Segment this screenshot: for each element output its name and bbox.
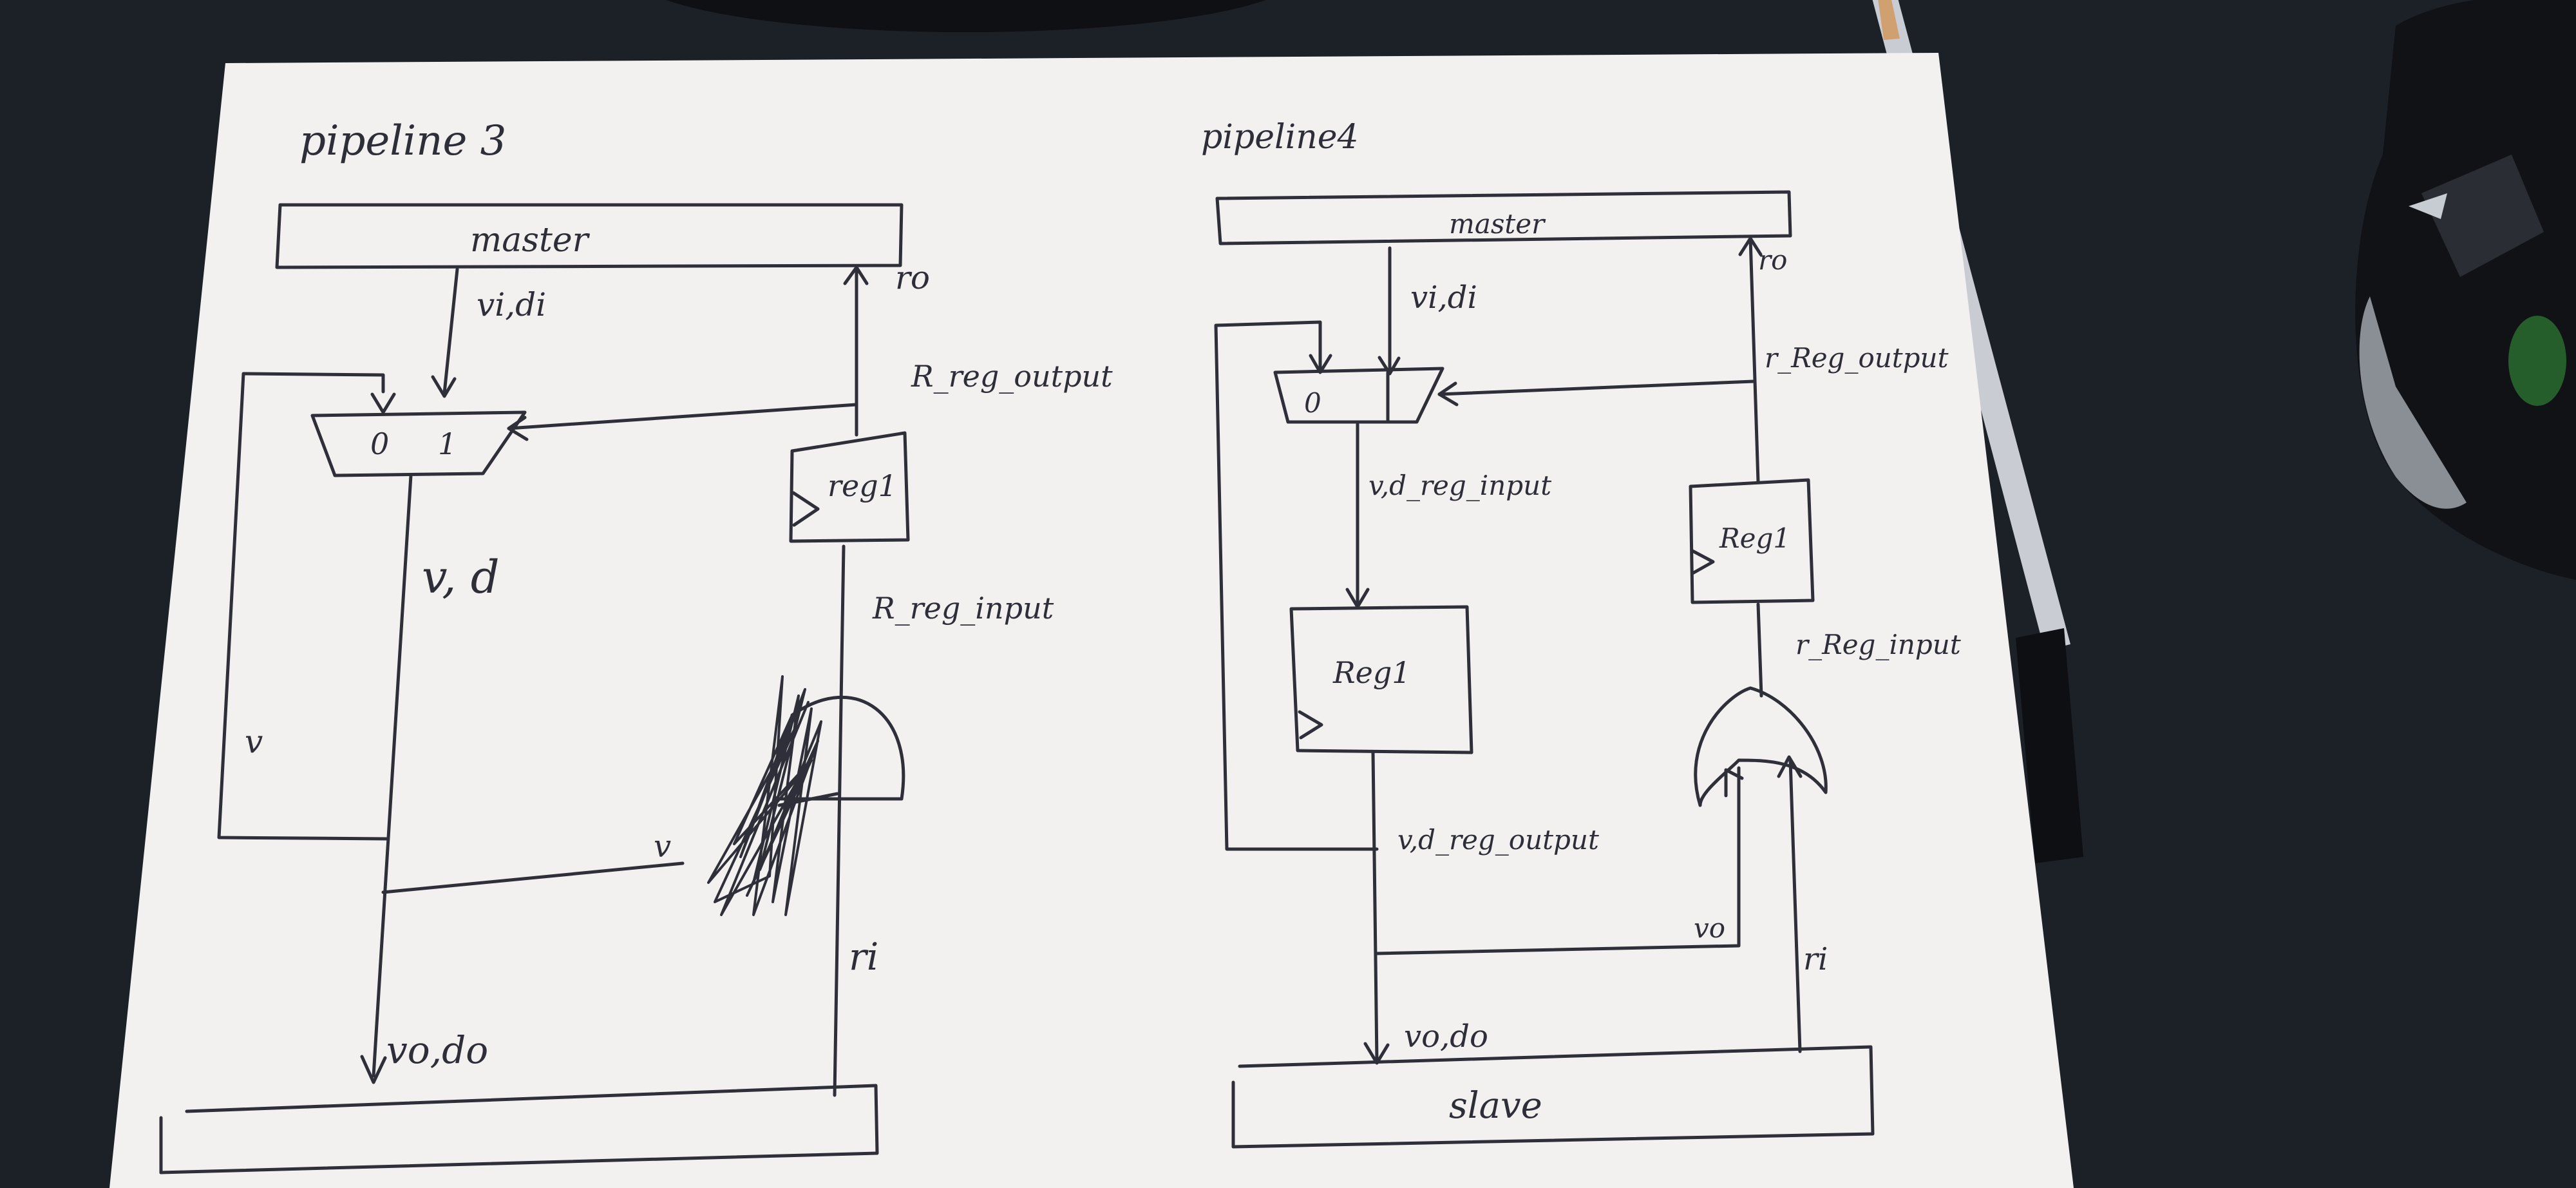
- pipeline3-ro-label: ro: [895, 259, 930, 296]
- pipeline4-vo-wire: [1375, 766, 1741, 955]
- pipeline4-title: pipeline4: [1201, 118, 1359, 157]
- pipeline4-ro-wire: [1748, 236, 1760, 484]
- pipeline3-r-reg-input-wire: [833, 544, 846, 1097]
- pipeline3-r-reg-output-wire: [507, 403, 858, 430]
- pipeline4-master-label: master: [1449, 208, 1546, 240]
- pipeline3-v-d-label: v, d: [422, 551, 500, 604]
- pipeline4-slave-label: slave: [1449, 1085, 1542, 1127]
- pipeline3-vo-do-label: vo,do: [386, 1028, 488, 1072]
- pipeline4-ri-label: ri: [1803, 941, 1828, 977]
- pipeline3-r-reg-input-label: R_reg_input: [872, 591, 1054, 626]
- pipeline3-slave-block: [159, 1084, 879, 1174]
- pipeline4-r-reg-input-label: r_Reg_input: [1795, 629, 1961, 660]
- pipeline4-reg1-right-label: Reg1: [1719, 522, 1790, 554]
- pipeline3-mux-input-0: 0: [370, 426, 389, 461]
- pipeline4-diagram: pipeline4 master vi,di ro r_Reg_output 0: [1201, 118, 1961, 1149]
- pipeline3-r-reg-output-label: R_reg_output: [911, 359, 1113, 394]
- pipeline3-reg1-label: reg1: [828, 468, 897, 503]
- pipeline3-mux: 0 1: [310, 410, 527, 477]
- pipeline3-reg1-block: reg1: [789, 431, 910, 543]
- pipeline4-feedback-loop: [1214, 320, 1379, 851]
- pipeline3-diagram: pipeline 3 master vi,di ro R_reg_output …: [159, 117, 1113, 1174]
- pipeline4-vi-di-label: vi,di: [1410, 280, 1477, 316]
- pipeline4-reg1-right-block: Reg1: [1689, 478, 1815, 604]
- pipeline4-mux-input-0: 0: [1304, 387, 1321, 419]
- pipeline3-master-label: master: [470, 221, 591, 260]
- pipeline3-title: pipeline 3: [299, 117, 506, 165]
- pipeline3-gate-output-wire: [381, 861, 685, 894]
- pipeline4-or-gate: [1694, 686, 1828, 807]
- pipeline3-feedback-v-label: v: [245, 723, 263, 760]
- dark-object: [666, 0, 1266, 32]
- pipeline3-master-block: master: [275, 203, 904, 269]
- pipeline3-vi-di-label: vi,di: [477, 286, 546, 323]
- pipeline4-mux: 0: [1273, 367, 1444, 424]
- pipeline4-vd-reg-input-label: v,d_reg_input: [1368, 470, 1551, 501]
- pipeline4-vd-reg-output-label: v,d_reg_output: [1397, 824, 1599, 856]
- pipeline4-ri-wire: [1788, 758, 1802, 1053]
- pipeline3-and-gate-scribble: v: [654, 675, 905, 916]
- pipeline3-gate-v-label: v: [654, 829, 671, 865]
- pipeline4-slave-block: slave: [1231, 1045, 1875, 1149]
- paper-sheet: [109, 53, 2074, 1188]
- pipeline4-master-block: master: [1215, 190, 1792, 245]
- pipeline3-mux-input-1: 1: [438, 426, 457, 461]
- pipeline4-vo-label: vo: [1694, 912, 1725, 944]
- pipeline4-r-reg-output-label: r_Reg_output: [1765, 342, 1949, 374]
- pipeline4-r-reg-input-wire: [1756, 602, 1763, 698]
- pipeline4-reg1-center-block: Reg1: [1289, 605, 1473, 754]
- pipeline4-r-reg-output-wire: [1437, 379, 1755, 396]
- pipeline4-vo-do-label: vo,do: [1404, 1019, 1488, 1055]
- pipeline4-ro-label: ro: [1758, 244, 1787, 276]
- pipeline4-vd-reg-output-wire: [1371, 751, 1379, 1064]
- computer-mouse: [2355, 0, 2576, 580]
- pipeline3-vi-di-wire: [442, 267, 459, 395]
- pipeline3-ri-label: ri: [849, 935, 878, 979]
- pipeline3-v-d-wire: [372, 474, 413, 1078]
- pipeline4-reg1-center-label: Reg1: [1332, 655, 1411, 690]
- pipeline3-feedback-loop: [217, 372, 388, 841]
